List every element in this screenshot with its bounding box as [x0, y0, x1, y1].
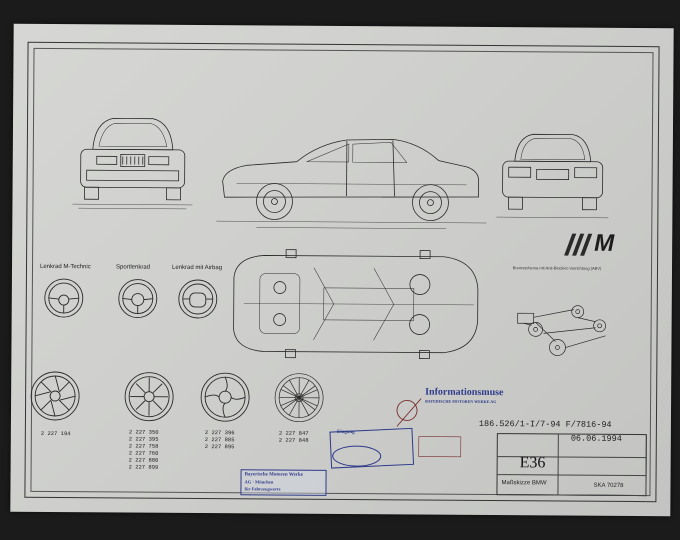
brake-diagram [517, 305, 606, 356]
title-block-part-no: SKA 70278 [593, 482, 624, 489]
eingang-stamp-text: Eingang [336, 429, 355, 436]
blue-box-stamp-line3: für Fahrzeugwerte [244, 486, 281, 492]
steering-wheel-airbag [178, 279, 218, 319]
alloy-wheel-4 [274, 373, 324, 423]
alloy-wheel-2 [124, 372, 174, 422]
side-view-drawing [216, 138, 487, 229]
alloy-wheel-1 [30, 371, 80, 421]
front-view-drawing [72, 117, 193, 210]
alloy-wheel-3 [200, 372, 250, 422]
steering-wheel-sport [118, 279, 158, 319]
brake-diagram-title: Bremsschema mit Anti-Blockier-Vorrichtun… [512, 265, 602, 271]
m-logo-letter: M [594, 229, 615, 257]
blue-box-stamp-line2: AG · München [244, 479, 274, 485]
plan-view-drawing [233, 249, 479, 360]
blue-box-stamp-line1: Bayerische Motoren Werke [244, 472, 304, 478]
wheel-codes-3: 2 227 396 2 227 885 2 227 895 [204, 429, 235, 451]
blueprint-sheet: M Lenkrad M-Technic Sportlenkrad Lenkrad… [10, 23, 674, 517]
info-stamp-subtitle: BAYERISCHE MOTOREN WERKE AG [425, 398, 497, 405]
title-block-make: Maßskizze BMW [501, 480, 547, 487]
wheel-codes-4: 2 227 847 2 227 848 [278, 429, 309, 444]
stamp-cluster [329, 398, 462, 469]
steering-wheel-label-sport: Sportlenkrad [115, 264, 151, 271]
steering-wheel-m-technic [44, 278, 84, 318]
steering-wheel-label-airbag: Lenkrad mit Airbag [171, 264, 223, 272]
rear-view-drawing [496, 133, 609, 219]
title-block: E36 Maßskizze BMW SKA 70278 [496, 433, 647, 497]
wheel-codes-2: 2 227 350 2 227 395 2 227 758 2 227 760 … [128, 428, 159, 471]
wheel-codes-1: 2 227 194 [40, 429, 71, 438]
blue-box-stamp: Bayerische Motoren Werke AG · München fü… [240, 469, 327, 496]
steering-wheel-label-m-technic: Lenkrad M-Technic [39, 263, 91, 271]
drawing-number: 186.526/1-I/7-94 F/7816-94 [478, 418, 612, 430]
m-logo [564, 233, 593, 256]
model-code: E36 [519, 454, 546, 472]
info-stamp-title: Informationsmuse [425, 386, 504, 399]
